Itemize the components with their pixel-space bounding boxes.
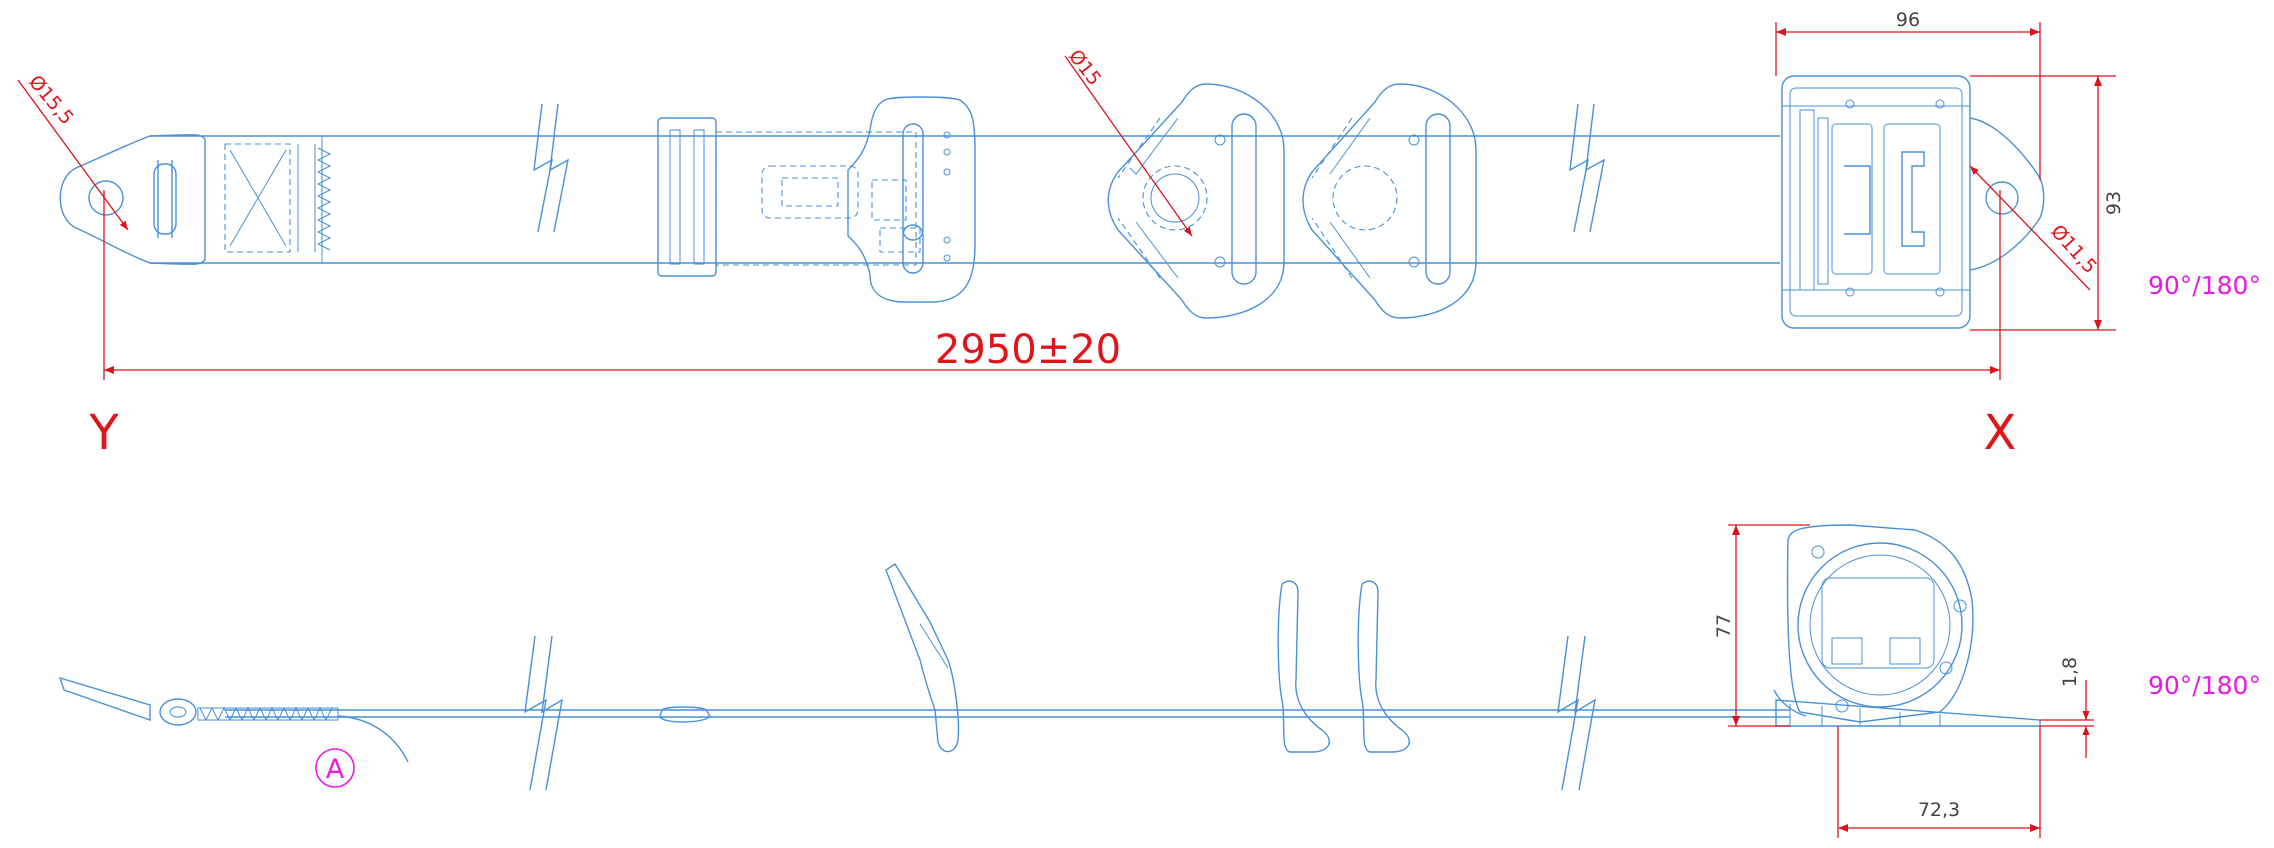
top-view: 2950±20 Ø15,5 Ø15 Ø11,5 96 93 Y X <box>17 9 2261 461</box>
dimension-side-height: 77 <box>1713 524 1810 727</box>
retractor-side <box>1773 524 2041 727</box>
left-anchor-plate <box>59 134 332 265</box>
tongue-side <box>885 563 960 753</box>
adjuster-side <box>659 706 711 723</box>
detail-marker-a: A <box>326 754 345 785</box>
dimension-mid-hole: Ø15 <box>1064 46 1193 237</box>
tongue-plate <box>715 96 976 303</box>
dimension-total-length: 2950±20 <box>103 190 2001 380</box>
dimension-plate-thickness: 1,8 <box>2040 657 2094 758</box>
retractor-height-label: 93 <box>2103 191 2125 215</box>
side-view: A <box>58 524 2261 838</box>
angle-note-top: 90°/180° <box>2148 271 2261 300</box>
mid-hole-diameter: Ø15 <box>1064 46 1105 90</box>
loop-side-2 <box>1357 580 1410 753</box>
retractor-top <box>1781 75 2045 329</box>
dimension-retractor-height: 93 <box>1970 75 2125 331</box>
webbing-side <box>225 709 1790 718</box>
dimension-right-hole: Ø11,5 <box>1969 165 2101 291</box>
pillar-loop-2 <box>1302 83 1477 319</box>
slide-adjuster <box>657 117 717 277</box>
webbing-strap <box>150 135 1780 264</box>
break-symbol-side-1 <box>524 635 563 791</box>
dimension-retractor-width: 96 <box>1775 9 2041 180</box>
dimension-plate-length: 72,3 <box>1837 726 2041 838</box>
break-symbol-1 <box>533 103 569 233</box>
right-hole-diameter: Ø11,5 <box>2046 221 2101 278</box>
dimension-left-hole: Ø15,5 <box>17 71 129 231</box>
side-height-label: 77 <box>1713 614 1735 638</box>
retractor-width-label: 96 <box>1896 9 1920 31</box>
total-length-label: 2950±20 <box>935 327 1121 373</box>
plate-thickness-label: 1,8 <box>2059 657 2081 687</box>
pillar-loop-1 <box>1107 83 1285 319</box>
point-label-y: Y <box>88 405 119 461</box>
break-symbol-side-2 <box>1557 635 1596 791</box>
loop-side-1 <box>1277 580 1330 753</box>
left-anchor-side: A <box>58 676 409 788</box>
plate-length-label: 72,3 <box>1918 799 1960 821</box>
angle-note-side: 90°/180° <box>2148 671 2261 700</box>
point-label-x: X <box>1984 405 2017 461</box>
break-symbol-2 <box>1569 103 1605 233</box>
